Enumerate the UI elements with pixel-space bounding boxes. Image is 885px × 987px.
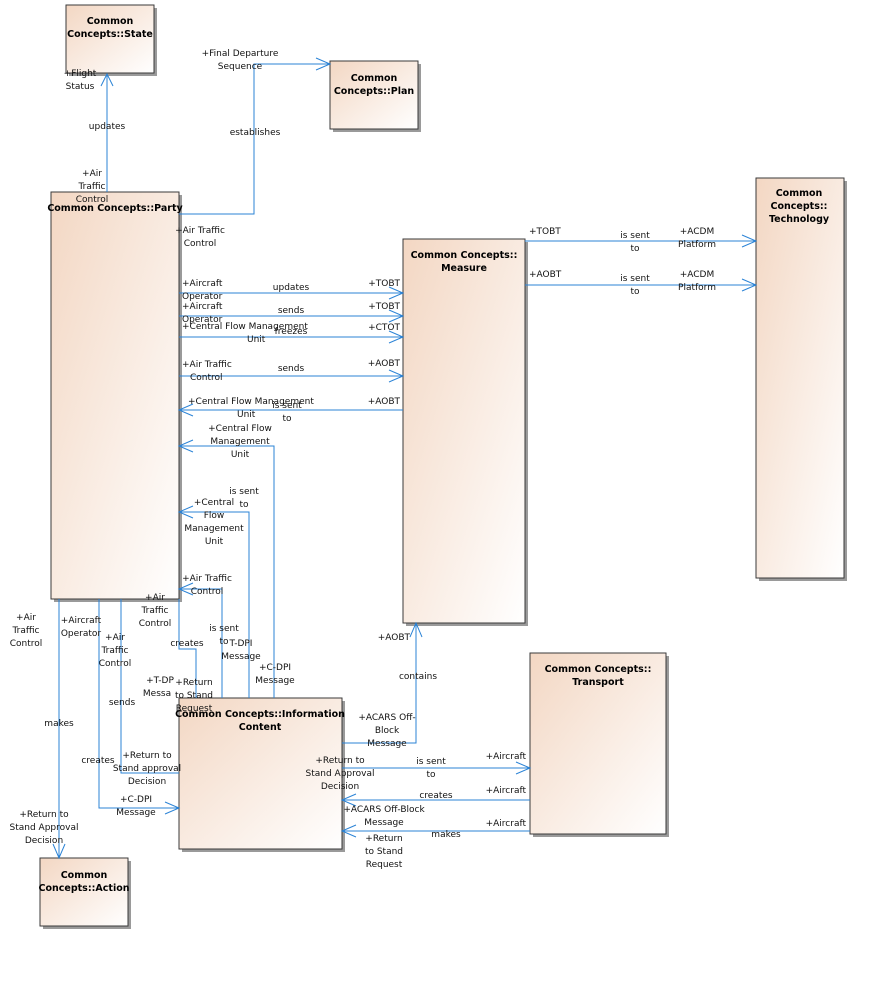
connector-atc-creates-tdpi[interactable] <box>178 599 197 698</box>
label-establishes: establishes <box>230 128 281 138</box>
label-makes-req: makes <box>431 830 461 840</box>
label-aobt-1: +AOBT <box>368 359 401 369</box>
svg-text:Common Concepts::Measure: Common Concepts::Measure <box>411 250 518 274</box>
connector-aircraft-creates-acars[interactable] <box>340 793 530 807</box>
connector-sends-aobt[interactable] <box>179 369 405 383</box>
connector-tdpi-sent-to-cfmu[interactable] <box>177 505 250 698</box>
label-aobt-2: +AOBT <box>368 397 401 407</box>
class-measure[interactable]: Common Concepts::Measure <box>402 238 528 626</box>
svg-text:Common Concepts::Party: Common Concepts::Party <box>47 203 183 214</box>
label-aobt-contains: +AOBT <box>378 633 411 643</box>
label-sends-aobt: sends <box>278 364 305 374</box>
connector-info-contains-aobt[interactable] <box>342 621 423 744</box>
class-transport[interactable]: Common Concepts::Transport <box>529 652 669 837</box>
connector-atc-sends-approval[interactable] <box>120 599 179 774</box>
label-aobt-tech: +AOBT <box>529 270 562 280</box>
connector-tobt-sent-to-acdm[interactable] <box>525 234 758 248</box>
label-ctot: +CTOT <box>368 323 400 333</box>
connector-party-updates-state[interactable] <box>100 72 114 192</box>
label-contains: contains <box>399 672 437 682</box>
label-tobt-tech: +TOBT <box>529 227 561 237</box>
label-creates-acars: creates <box>419 791 453 801</box>
connector-freezes-ctot[interactable] <box>179 330 405 344</box>
label-creates-tdpi: creates <box>170 639 204 649</box>
label-creates-cdpi: creates <box>81 756 115 766</box>
svg-text:Common Concepts::Transport: Common Concepts::Transport <box>545 664 652 688</box>
connector-decision-sent-to-aircraft[interactable] <box>342 761 532 775</box>
label-updates-state: updates <box>89 122 126 132</box>
label-freezes: freezes <box>275 327 308 337</box>
connector-sends-tobt[interactable] <box>179 309 405 323</box>
label-sends-tobt: sends <box>278 306 305 316</box>
label-aircraft-2: +Aircraft <box>486 786 527 796</box>
label-makes: makes <box>44 719 74 729</box>
label-tobt-1: +TOBT <box>368 279 400 289</box>
connector-cdpi-to-cfmu[interactable] <box>177 439 275 698</box>
connector-ao-creates-cdpi[interactable] <box>98 599 181 815</box>
connector-aircraft-makes-request[interactable] <box>340 824 530 838</box>
connector-aobt-sent-to-acdm[interactable] <box>525 278 758 292</box>
label-tobt-2: +TOBT <box>368 302 400 312</box>
label-aircraft-1: +Aircraft <box>486 752 527 762</box>
label-sends-approval: sends <box>109 698 136 708</box>
class-party[interactable]: Common Concepts::Party <box>47 191 183 602</box>
connector-aobt-sent-to-cfmu[interactable] <box>177 403 403 417</box>
connector-party-establishes-plan[interactable] <box>179 57 332 215</box>
label-aircraft-3: +Aircraft <box>486 819 527 829</box>
label-updates-tobt: updates <box>273 283 310 293</box>
connector-tdpi-sent-to-atc[interactable] <box>177 582 223 698</box>
connector-party-makes-action[interactable] <box>52 599 66 860</box>
connector-updates-tobt[interactable] <box>179 286 405 300</box>
